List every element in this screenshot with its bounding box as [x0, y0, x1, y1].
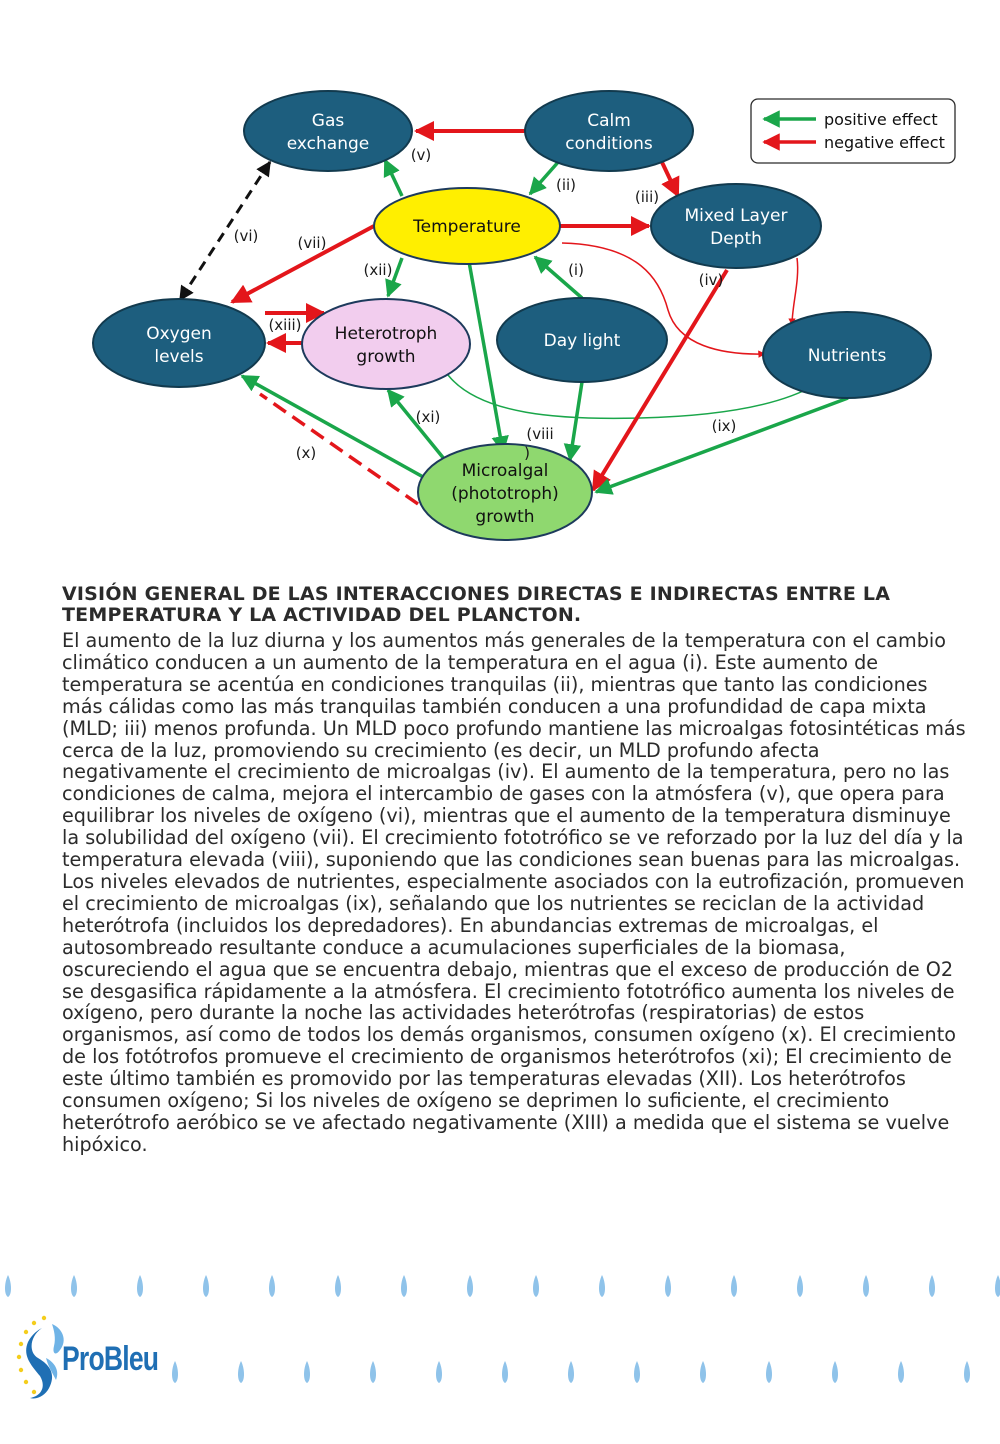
edge-mixed-layer-to-microalgal: [591, 268, 729, 492]
droplet-shape: [929, 1275, 935, 1297]
edge-label-i: (i): [568, 261, 584, 279]
droplet-shape: [304, 1361, 310, 1383]
node-nutrients-label: Nutrients: [808, 346, 887, 366]
edge-label-iv: (iv): [699, 271, 724, 289]
edge-labels: (i) (ii) (iii) (iv) (v) (vi) (vii) (viii…: [234, 146, 737, 462]
droplet-shape: [568, 1361, 574, 1383]
node-heterotroph-growth: Heterotroph growth: [301, 298, 471, 390]
droplet-shape: [863, 1275, 869, 1297]
droplet-shape: [665, 1275, 671, 1297]
droplet-shape: [502, 1361, 508, 1383]
edges: [178, 121, 849, 506]
edge-temperature-to-microalgal: [466, 255, 509, 454]
node-day-light: Day light: [496, 297, 668, 383]
node-oxygen-label-1: Oxygen: [146, 324, 212, 344]
droplet-shape: [634, 1361, 640, 1383]
edge-label-vii: (vii): [298, 234, 327, 252]
droplet-shape: [203, 1275, 209, 1297]
edge-label-viii-tail: ): [524, 444, 530, 462]
plankton-interaction-diagram: Gas exchange Calm conditions Temperature…: [92, 90, 956, 541]
droplet-shape: [436, 1361, 442, 1383]
legend: positive effect negative effect: [750, 98, 956, 164]
droplet-shape: [766, 1361, 772, 1383]
legend-positive-label: positive effect: [824, 110, 938, 129]
edge-label-viii: (viii: [526, 425, 553, 443]
edge-label-xii: (xii): [364, 261, 393, 279]
edge-nutrients-to-microalgal: [594, 396, 849, 495]
edge-microalgal-to-oxygen-negative: [259, 392, 419, 506]
node-microalgal-label-1: Microalgal: [462, 461, 549, 481]
edge-calm-to-mixed-layer: [658, 157, 680, 198]
edge-microalgal-to-oxygen-positive: [240, 374, 426, 480]
droplet-shape: [401, 1275, 407, 1297]
droplet-pattern-decoration: [5, 1275, 1000, 1383]
node-microalgal-growth: Microalgal (phototroph) growth: [417, 443, 593, 541]
droplet-shape: [467, 1275, 473, 1297]
edge-label-xi: (xi): [416, 408, 441, 426]
node-oxygen-levels: Oxygen levels: [92, 298, 266, 388]
probleu-logo-icon: [16, 1315, 64, 1399]
node-calm-label-2: conditions: [565, 134, 653, 154]
droplet-shape: [964, 1361, 970, 1383]
edge-temperature-to-nutrients: [561, 242, 766, 358]
node-nutrients: Nutrients: [762, 311, 932, 399]
droplet-shape: [599, 1275, 605, 1297]
droplet-shape: [335, 1275, 341, 1297]
droplet-shape: [269, 1275, 275, 1297]
node-heterotroph-label-1: Heterotroph: [335, 324, 438, 344]
edge-label-vi: (vi): [234, 227, 259, 245]
edge-label-x: (x): [296, 444, 317, 462]
edge-label-iii: (iii): [635, 188, 659, 206]
edge-temperature-to-heterotroph: [385, 257, 404, 298]
node-gas-exchange-label-2: exchange: [287, 134, 370, 154]
probleu-logo-text: ProBleu: [62, 1340, 159, 1378]
node-gas-exchange-label-1: Gas: [312, 111, 345, 131]
edge-label-v: (v): [411, 146, 432, 164]
node-calm-label-1: Calm: [587, 111, 631, 131]
node-calm-conditions: Calm conditions: [524, 90, 694, 172]
edge-mixed-layer-to-nutrients: [788, 257, 799, 326]
droplet-shape: [700, 1361, 706, 1383]
node-oxygen-label-2: levels: [154, 347, 203, 367]
droplet-shape: [370, 1361, 376, 1383]
node-mld-label-2: Depth: [710, 229, 762, 249]
edge-temperature-to-gas-exchange: [383, 158, 404, 197]
droplet-shape: [898, 1361, 904, 1383]
edge-gas-exchange-oxygen-dashed: [178, 160, 272, 302]
node-microalgal-label-3: growth: [475, 507, 534, 527]
edge-daylight-to-microalgal: [563, 381, 584, 462]
node-mld-label-1: Mixed Layer: [685, 206, 788, 226]
droplet-shape: [71, 1275, 77, 1297]
droplet-shape: [995, 1275, 1000, 1297]
node-day-light-label: Day light: [544, 331, 621, 351]
section-heading: VISIÓN GENERAL DE LAS INTERACCIONES DIRE…: [62, 583, 891, 626]
edge-temperature-to-oxygen: [230, 224, 375, 304]
node-mixed-layer-depth: Mixed Layer Depth: [650, 183, 822, 269]
edge-microalgal-to-heterotroph: [386, 388, 447, 462]
droplet-shape: [731, 1275, 737, 1297]
edge-label-xiii: (xiii): [268, 316, 301, 334]
legend-negative-label: negative effect: [824, 133, 945, 152]
node-microalgal-label-2: (phototroph): [451, 484, 559, 504]
edge-label-ii: (ii): [556, 176, 576, 194]
edge-label-ix: (ix): [712, 417, 737, 435]
edge-daylight-to-temperature: [533, 255, 584, 300]
edge-heterotroph-to-nutrients: [447, 374, 816, 420]
droplet-shape: [533, 1275, 539, 1297]
droplet-shape: [172, 1361, 178, 1383]
droplet-shape: [238, 1361, 244, 1383]
node-heterotroph-label-2: growth: [356, 347, 415, 367]
node-gas-exchange: Gas exchange: [243, 90, 413, 172]
body-paragraph: El aumento de la luz diurna y los aument…: [62, 629, 966, 1156]
droplet-shape: [137, 1275, 143, 1297]
droplet-shape: [797, 1275, 803, 1297]
droplet-shape: [832, 1361, 838, 1383]
node-temperature-label: Temperature: [412, 217, 521, 237]
node-temperature: Temperature: [373, 187, 561, 265]
edge-calm-to-temperature: [528, 158, 562, 196]
droplet-shape: [5, 1275, 11, 1297]
